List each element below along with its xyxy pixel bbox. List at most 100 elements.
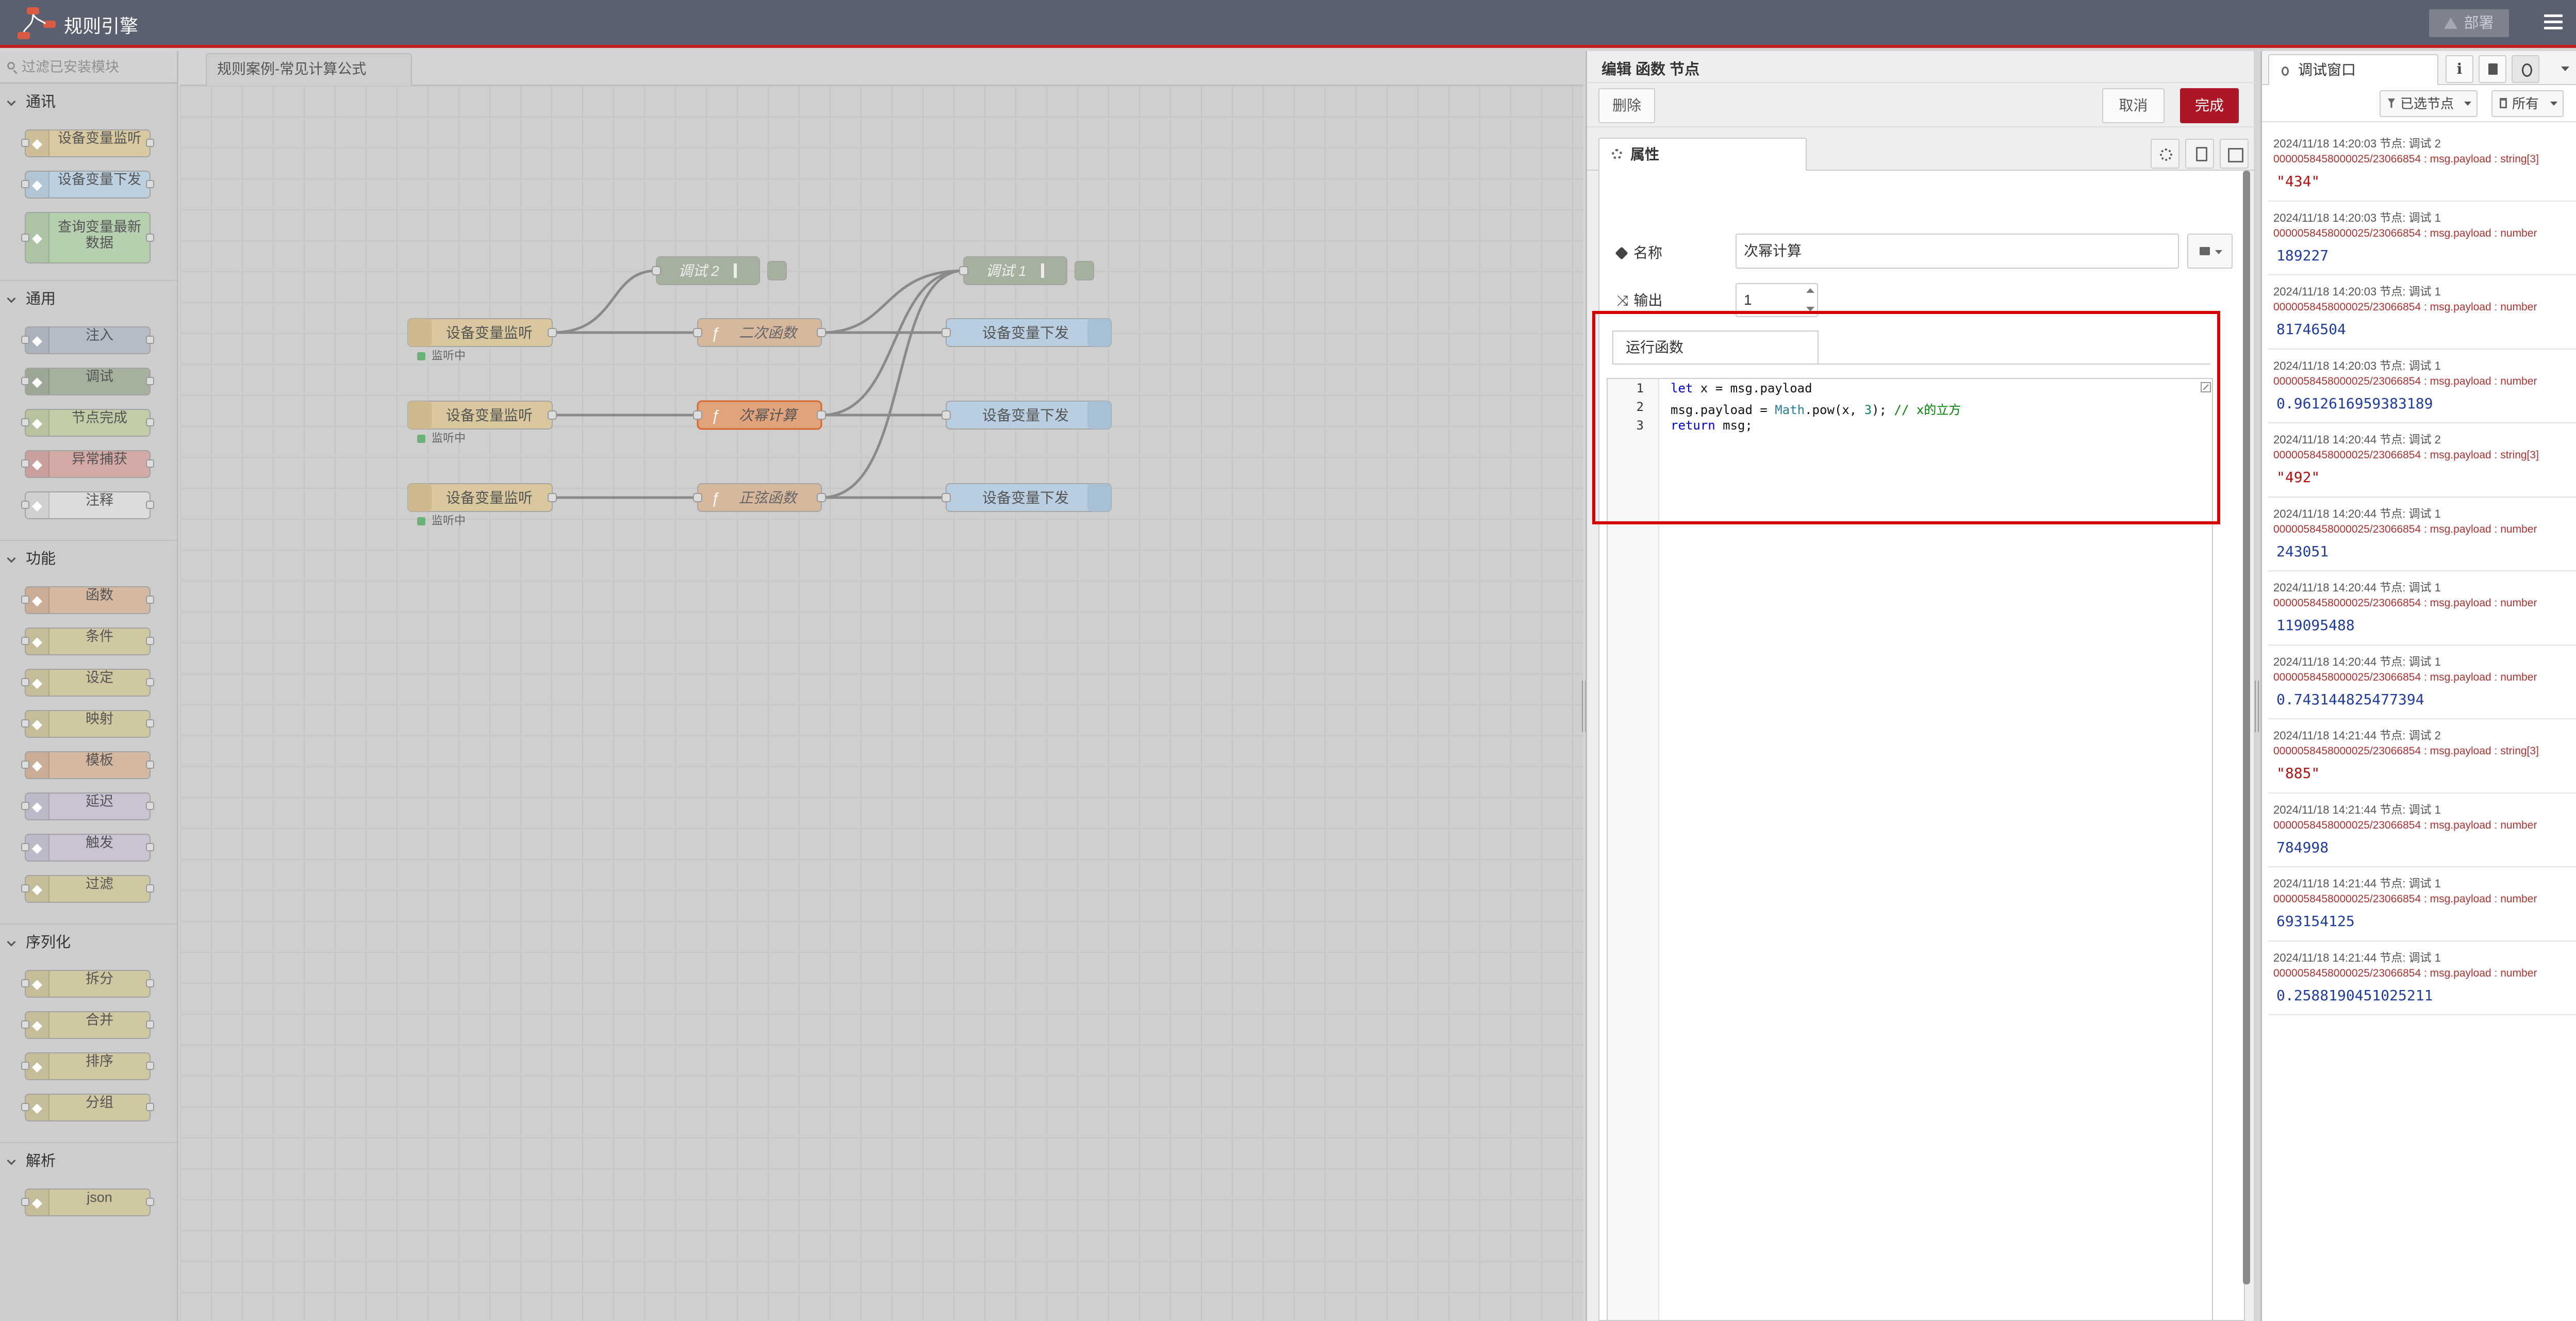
palette-search-input[interactable]: 过滤已安装模块 [0, 51, 177, 83]
palette-node[interactable]: ◆查询变量最新数据 [21, 212, 154, 263]
filter-nodes-dropdown[interactable]: 已选节点 [2380, 90, 2478, 117]
palette-node[interactable]: ◆条件 [21, 628, 154, 655]
tab-function-code[interactable]: 运行函数 [1612, 331, 1819, 364]
flow-node-listen-3[interactable]: 设备变量监听 监听中 [407, 483, 557, 527]
debug-message-topic[interactable]: 0000058458000025/23066854 : msg.payload … [2273, 523, 2537, 535]
debug-message-topic[interactable]: 0000058458000025/23066854 : msg.payload … [2273, 967, 2537, 979]
code-editor[interactable]: 1 2 3 let x = msg.payload msg.payload = … [1607, 378, 2213, 1321]
cancel-button[interactable]: 取消 [2102, 88, 2165, 123]
debug-message-topic[interactable]: 0000058458000025/23066854 : msg.payload … [2273, 819, 2537, 831]
debug-message-topic[interactable]: 0000058458000025/23066854 : msg.payload … [2273, 449, 2539, 461]
palette-category-header[interactable]: 功能 [0, 540, 177, 576]
palette-node[interactable]: ◆设备变量监听 [21, 129, 154, 157]
sidebar-resize-handle[interactable] [2255, 681, 2259, 732]
description-file-icon[interactable] [2185, 139, 2214, 169]
flow-node-listen-2[interactable]: 设备变量监听 监听中 [407, 401, 557, 444]
done-button[interactable]: 完成 [2180, 88, 2239, 123]
palette-category-header[interactable]: 解析 [0, 1142, 177, 1178]
tab-properties[interactable]: 属性 [1598, 138, 1807, 171]
tab-flow[interactable]: 规则案例-常见计算公式 [206, 53, 412, 86]
debug-message-value[interactable]: 784998 [2276, 838, 2329, 856]
debug-message-value[interactable]: "492" [2276, 469, 2320, 486]
debug-message-value[interactable]: "434" [2276, 173, 2320, 190]
palette-node[interactable]: ◆设备变量下发 [21, 171, 154, 199]
palette-node[interactable]: ◆模板 [21, 751, 154, 779]
debug-message-value[interactable]: 119095488 [2276, 617, 2355, 634]
palette-node[interactable]: ◆过滤 [21, 875, 154, 903]
palette-node[interactable]: ◆拆分 [21, 970, 154, 998]
debug-message-value[interactable]: 693154125 [2276, 913, 2355, 930]
palette-node[interactable]: ◆调试 [21, 368, 154, 395]
tray-scrollbar[interactable] [2243, 171, 2250, 1284]
palette-node[interactable]: ◆延迟 [21, 792, 154, 820]
delete-button[interactable]: 删除 [1598, 88, 1655, 123]
debug-message-topic[interactable]: 0000058458000025/23066854 : msg.payload … [2273, 227, 2537, 239]
settings-gear-icon[interactable] [2151, 139, 2179, 169]
flow-node-function-1[interactable]: ƒ 二次函数 [693, 318, 826, 347]
palette-node[interactable]: ◆json [21, 1188, 154, 1216]
palette-node[interactable]: ◆函数 [21, 586, 154, 614]
name-input[interactable]: 次幂计算 [1736, 234, 2179, 269]
flow-node-send-2[interactable]: 设备变量下发 [942, 401, 1112, 430]
debug-message-topic[interactable]: 0000058458000025/23066854 : msg.payload … [2273, 745, 2539, 757]
palette-node[interactable]: ◆注入 [21, 326, 154, 354]
palette-category-header[interactable]: 通讯 [0, 83, 177, 119]
appearance-icon[interactable] [2220, 139, 2249, 169]
flow-node-function-3[interactable]: ƒ 正弦函数 [693, 483, 826, 512]
palette-node[interactable]: ◆节点完成 [21, 409, 154, 437]
debug-message-topic[interactable]: 0000058458000025/23066854 : msg.payload … [2273, 671, 2537, 683]
debug-message-value[interactable]: 189227 [2276, 246, 2329, 264]
palette-node[interactable]: ◆异常捕获 [21, 450, 154, 478]
chevron-down-icon[interactable] [2561, 67, 2569, 71]
debug-message-value[interactable]: 243051 [2276, 542, 2329, 560]
flow-node-debug-1[interactable]: 调试 1 [959, 256, 1094, 285]
outputs-spinner[interactable] [1803, 284, 1818, 316]
palette-node[interactable]: ◆注释 [21, 491, 154, 519]
palette-node[interactable]: ◆设定 [21, 669, 154, 697]
flow-canvas[interactable]: 设备变量监听 监听中 设备变量监听 监听中 设备变量监听 监听中 [180, 51, 1583, 1321]
book-icon[interactable] [2479, 55, 2506, 83]
debug-message-topic[interactable]: 0000058458000025/23066854 : msg.payload … [2273, 375, 2537, 387]
debug-message-value[interactable]: 0.9612616959383189 [2276, 394, 2433, 412]
flow-node-send-1[interactable]: 设备变量下发 [942, 318, 1112, 347]
expand-editor-icon[interactable] [2201, 382, 2211, 392]
palette-node[interactable]: ◆映射 [21, 710, 154, 738]
palette-node[interactable]: ◆排序 [21, 1052, 154, 1080]
clear-messages-dropdown[interactable]: 所有 [2491, 90, 2564, 117]
debug-message-topic[interactable]: 0000058458000025/23066854 : msg.payload … [2273, 301, 2537, 313]
debug-message-topic[interactable]: 0000058458000025/23066854 : msg.payload … [2273, 597, 2537, 609]
debug-message-value[interactable]: 0.743144825477394 [2276, 690, 2424, 708]
deploy-button[interactable]: 部署 [2429, 9, 2509, 37]
info-icon[interactable]: i [2446, 55, 2473, 83]
flow-node-function-2-selected[interactable]: ƒ 次幂计算 [693, 400, 826, 430]
debug-message-value[interactable]: 0.2588190451025211 [2276, 986, 2433, 1004]
debug-message-value[interactable]: "885" [2276, 765, 2320, 782]
main-menu-icon[interactable] [2544, 14, 2563, 30]
flow-node-send-3[interactable]: 设备变量下发 [942, 483, 1112, 512]
palette-node[interactable]: ◆合并 [21, 1011, 154, 1039]
palette-node[interactable]: ◆分组 [21, 1094, 154, 1121]
debug-bug-icon[interactable] [2512, 55, 2539, 83]
debug-toggle[interactable] [1075, 261, 1094, 280]
flow-workspace[interactable]: 规则案例-常见计算公式 设备变量监听 [180, 51, 1583, 1321]
flow-node-debug-2[interactable]: 调试 2 [652, 256, 787, 285]
icon-picker-button[interactable] [2187, 234, 2233, 269]
palette-category-header[interactable]: 通用 [0, 280, 177, 316]
debug-message-topic[interactable]: 0000058458000025/23066854 : msg.payload … [2273, 893, 2537, 905]
debug-message-value[interactable]: 81746504 [2276, 321, 2346, 338]
palette-node[interactable]: ◆触发 [21, 834, 154, 862]
debug-message-topic[interactable]: 0000058458000025/23066854 : msg.payload … [2273, 153, 2539, 165]
flow-node-listen-1[interactable]: 设备变量监听 监听中 [407, 318, 557, 362]
